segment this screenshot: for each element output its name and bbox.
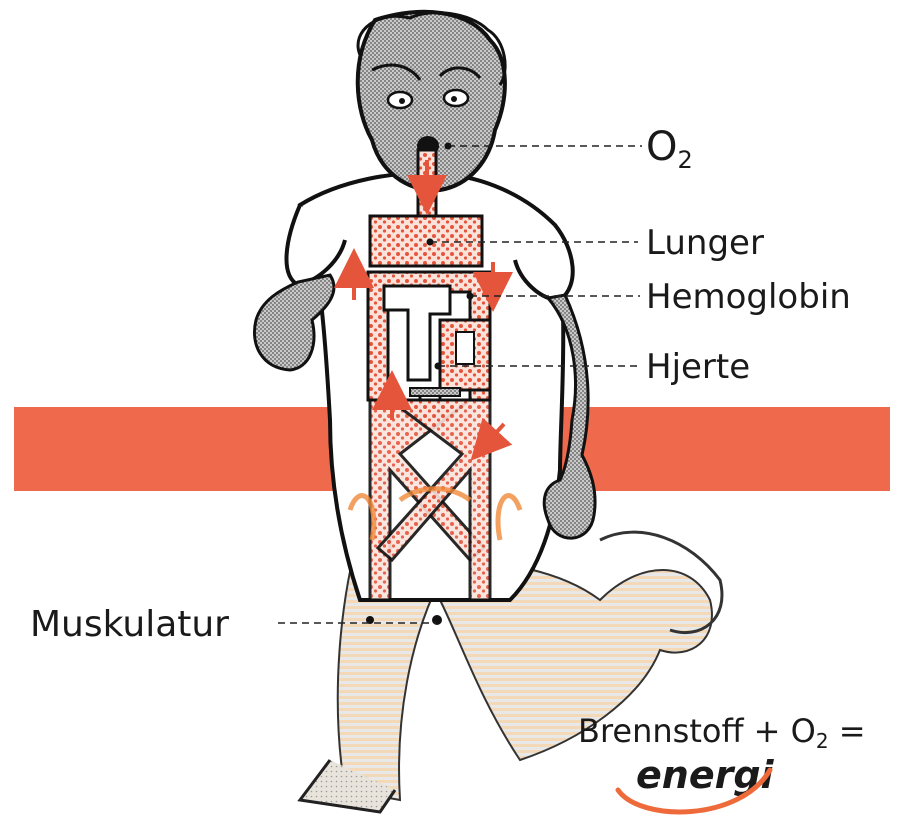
label-hjerte: Hjerte xyxy=(646,347,750,387)
label-o2: O2 xyxy=(646,124,693,174)
formula: Brennstoff + O2 = xyxy=(578,712,866,753)
label-hemoglobin: Hemoglobin xyxy=(646,277,851,317)
lungs-box xyxy=(370,216,482,266)
label-lunger: Lunger xyxy=(646,223,764,263)
label-muskulatur: Muskulatur xyxy=(30,604,229,645)
